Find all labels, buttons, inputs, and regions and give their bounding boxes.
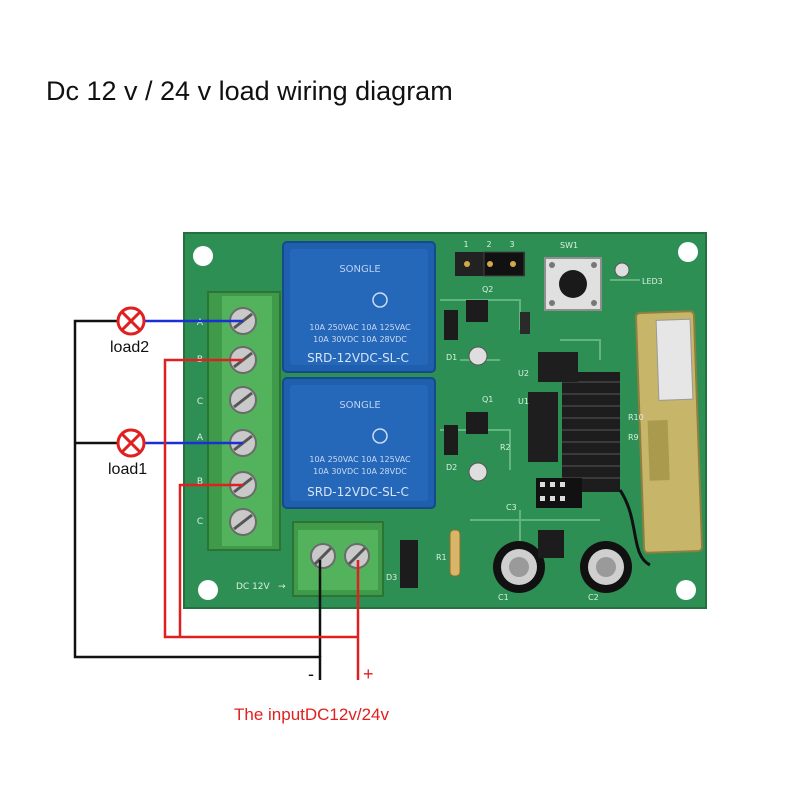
transistor [466,300,488,322]
relay-brand: SONGLE [339,400,380,411]
load1-lamp [116,428,146,458]
supply-input-label: The inputDC12v/24v [234,705,389,724]
component-label: U1 [518,397,529,406]
relay-brand: SONGLE [339,264,380,275]
relay-model: SRD-12VDC-SL-C [307,351,409,365]
supply-plus-label: + [363,664,374,684]
diode-d3 [400,540,418,588]
component-label: R2 [500,443,511,452]
wiring [73,319,360,680]
component-label: D2 [446,463,457,472]
relay-rating-2: 10A 30VDC 10A 28VDC [313,335,407,344]
diode [444,310,458,340]
common-wire [73,319,322,680]
relay-model: SRD-12VDC-SL-C [307,485,409,499]
component-label: Q1 [482,395,493,404]
diode [444,425,458,455]
screw-slot [233,513,253,531]
component-label: C2 [588,593,599,602]
relay-bottom: SONGLE 10A 250VAC 10A 125VAC 10A 30VDC 1… [282,377,436,509]
jumper-number: 1 [463,240,468,249]
resistor [520,312,530,334]
led [468,462,488,482]
ic-u1 [528,392,558,462]
component-label: Q2 [482,285,493,294]
relay-top: SONGLE 10A 250VAC 10A 125VAC 10A 30VDC 1… [282,241,436,373]
svg-text:→: → [278,582,286,592]
relay-board: SONGLE 10A 250VAC 10A 125VAC 10A 30VDC 1… [183,232,707,609]
screw-slot [233,391,253,409]
supply-minus-label: - [308,664,314,684]
load1-label: load1 [108,461,147,478]
component-label: U2 [518,369,529,378]
diagram-title: Dc 12 v / 24 v load wiring diagram [46,76,453,106]
mounting-hole [193,246,213,266]
terminal-letter: C [197,517,203,527]
relay-terminal-block [207,291,281,551]
antenna-coil [562,372,651,567]
regulator [538,530,564,558]
component-label: R9 [628,433,639,442]
component-label: C3 [506,503,517,512]
relay-rating-2: 10A 30VDC 10A 28VDC [313,467,407,476]
switched-wire [178,483,243,637]
power-terminal-block [292,521,384,597]
terminal-letter: A [197,433,204,443]
capacitor-c1 [493,541,545,593]
jumper-header: 1 2 3 [455,240,525,277]
component-label: D3 [386,573,397,582]
resistor [449,529,461,577]
component-label: R10 [628,413,644,422]
mounting-hole [198,580,218,600]
capacitor-c2 [580,541,632,593]
terminal-letter: B [197,477,203,487]
jumper-number: 2 [486,240,491,249]
rf-receiver-module [634,310,704,554]
pushbutton-sw1 [544,257,602,311]
jumper-number: 3 [509,240,514,249]
terminal-letter: A [197,318,204,328]
component-label: SW1 [560,241,578,250]
mounting-hole [678,242,698,262]
relay-rating-1: 10A 250VAC 10A 125VAC [309,323,411,332]
led3 [614,262,630,278]
transistor [466,412,488,434]
power-label: DC 12V [236,582,271,592]
mounting-hole [676,580,696,600]
component-label: LED3 [642,277,663,286]
led [468,346,488,366]
load2-lamp [116,306,146,336]
component-label: D1 [446,353,457,362]
component-label: R1 [436,553,447,562]
terminal-letter: C [197,397,203,407]
relay-rating-1: 10A 250VAC 10A 125VAC [309,455,411,464]
ic-u2 [538,352,578,382]
switched-wire [163,358,358,639]
load2-label: load2 [110,339,149,356]
component-label: C1 [498,593,509,602]
